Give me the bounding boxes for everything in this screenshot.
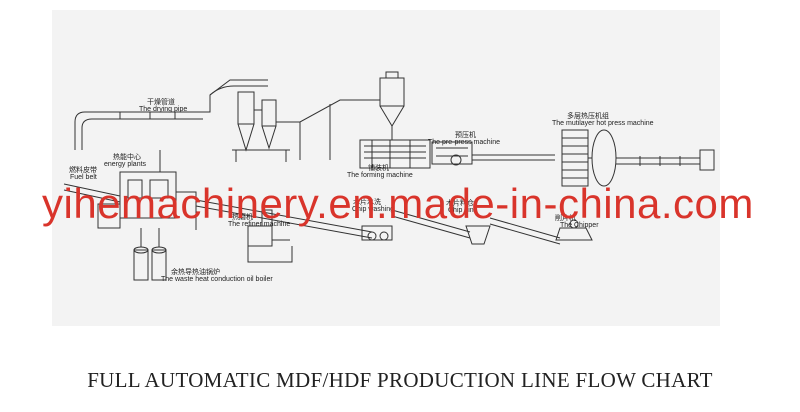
boiler bbox=[134, 228, 166, 280]
hot-press-label-cn: 多层热压机组 bbox=[567, 112, 609, 120]
flow-chart-caption: FULL AUTOMATIC MDF/HDF PRODUCTION LINE F… bbox=[0, 368, 800, 393]
energy-plant-label-en: energy plants bbox=[104, 161, 146, 169]
prepress-label-cn: 预压机 bbox=[455, 131, 476, 139]
cyclone-separator bbox=[232, 92, 290, 162]
boiler-label-cn: 余热导热油锅炉 bbox=[171, 268, 220, 276]
drying-pipe-label-en: The drying pipe bbox=[139, 106, 187, 114]
drying-pipe bbox=[75, 80, 268, 150]
overhead-conveyor bbox=[276, 100, 380, 160]
drying-pipe-label-cn: 干燥管道 bbox=[147, 98, 175, 106]
forming-label-cn: 铺装机 bbox=[368, 164, 389, 172]
prepress-label-en: The pre-press machine bbox=[428, 139, 500, 147]
fuel-belt-label-cn: 燃料皮带 bbox=[69, 166, 97, 174]
boiler-label-en: The waste heat conduction oil boiler bbox=[161, 276, 273, 284]
hot-press-label-en: The mutilayer hot press machine bbox=[552, 120, 654, 128]
forming-label-en: The forming machine bbox=[347, 172, 413, 180]
forming-bin bbox=[380, 72, 404, 140]
energy-plant-label-cn: 热能中心 bbox=[113, 153, 141, 161]
main-conveyor bbox=[472, 155, 555, 160]
watermark: yihemachinery.en.made-in-china.com bbox=[42, 182, 754, 226]
hot-press bbox=[562, 130, 714, 186]
